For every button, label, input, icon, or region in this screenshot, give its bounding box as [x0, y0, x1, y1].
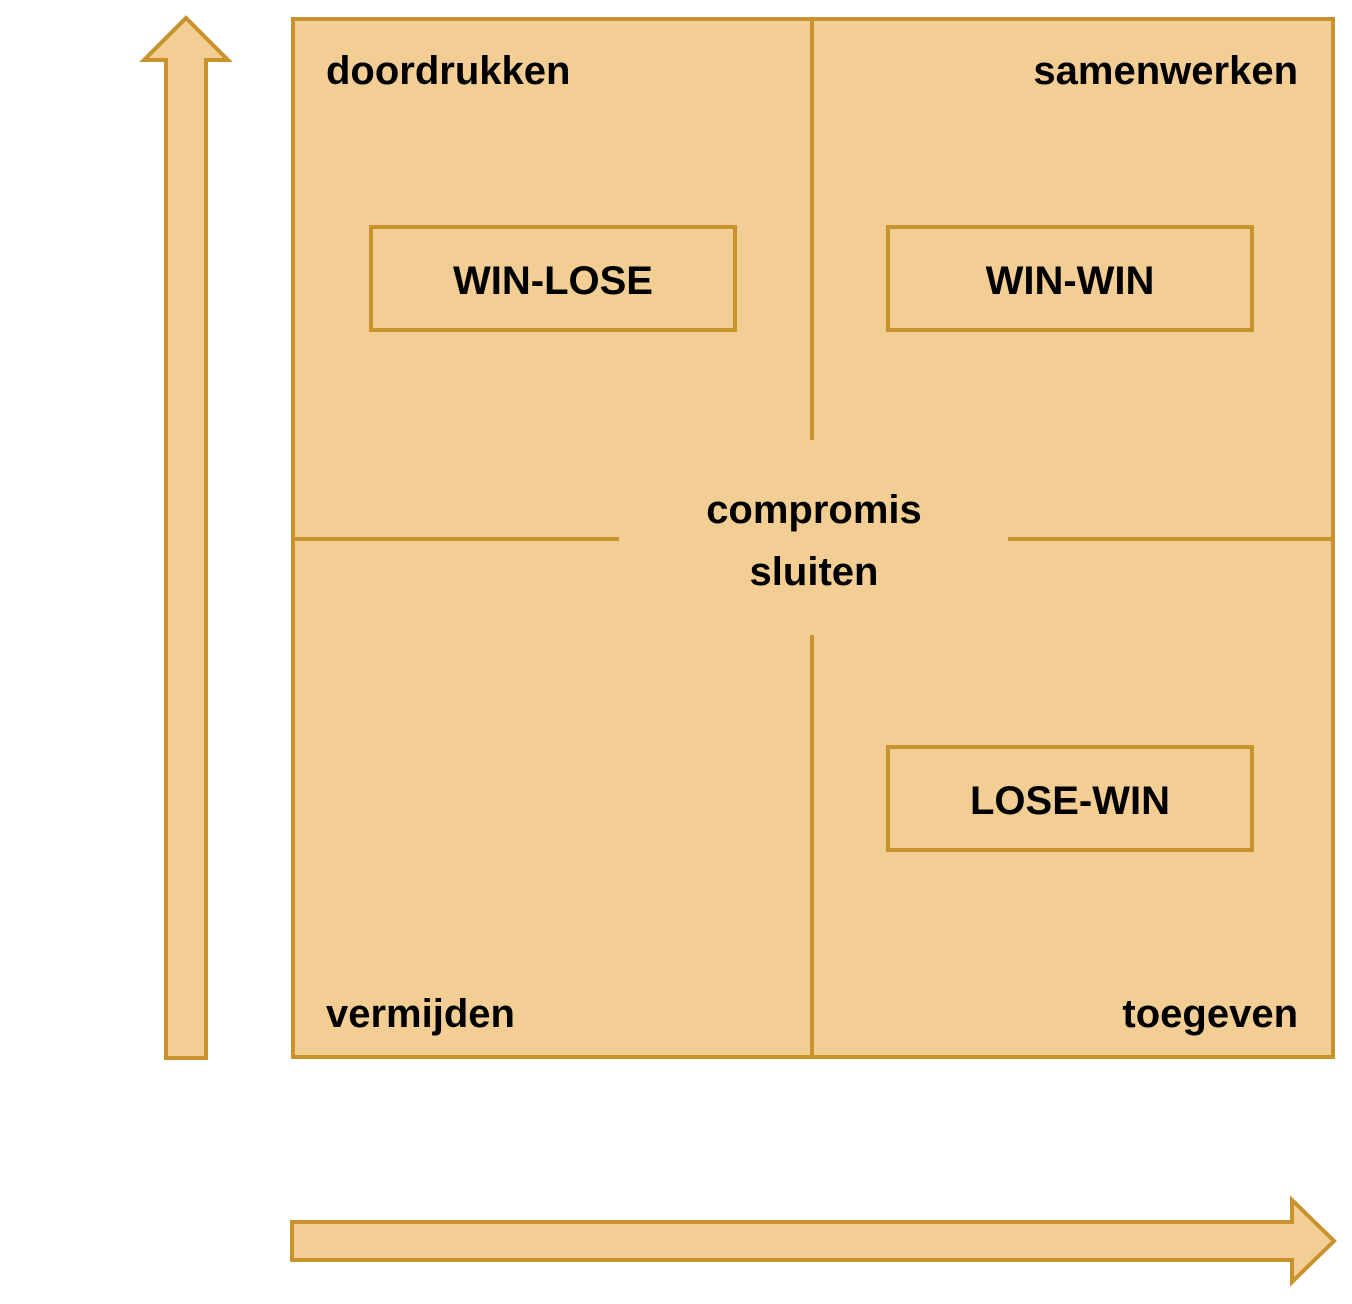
win-win-label: WIN-WIN: [986, 259, 1155, 303]
win-win-box: [886, 225, 1254, 332]
win-lose-label: WIN-LOSE: [453, 259, 653, 303]
label-samenwerken: samenwerken: [1033, 49, 1298, 93]
lose-win-label: LOSE-WIN: [970, 779, 1170, 823]
label-toegeven: toegeven: [1122, 992, 1298, 1036]
vertical-arrow: [139, 15, 233, 1060]
center-label-line1: compromis: [706, 488, 922, 532]
label-vermijden: vermijden: [326, 992, 515, 1036]
center-label-line2: sluiten: [750, 550, 879, 594]
horizontal-arrow: [290, 1195, 1337, 1287]
win-lose-box: [369, 225, 737, 332]
label-doordrukken: doordrukken: [326, 49, 570, 93]
lose-win-box: [886, 745, 1254, 852]
